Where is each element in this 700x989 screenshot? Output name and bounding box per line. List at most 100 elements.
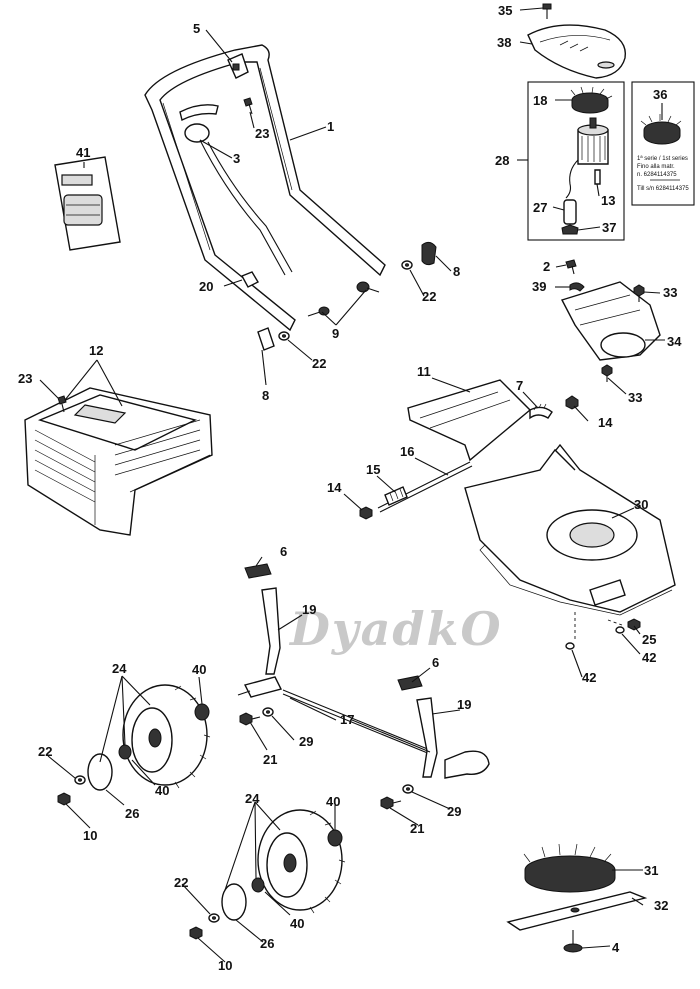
callout-38: 38: [497, 35, 511, 50]
nut-part-14b: [359, 506, 373, 520]
nut-part-14a: [565, 395, 579, 410]
lever-cap-part-6a: [244, 563, 272, 579]
callout-26: 26: [260, 936, 274, 951]
callout-22: 22: [422, 289, 436, 304]
spring-part-15: [384, 486, 408, 506]
nut-part-10a: [57, 792, 71, 806]
spring-part-7: [529, 403, 553, 420]
bushing-part-40a: [194, 703, 210, 721]
callout-24: 24: [245, 791, 260, 806]
hubcap-part-26b: [221, 883, 247, 921]
axle-part-16: [377, 461, 473, 513]
height-lever-part-19a: [261, 587, 281, 675]
wheel-bracket-right: [444, 750, 490, 779]
callout-42: 42: [582, 670, 596, 685]
callout-39: 39: [532, 279, 546, 294]
handle-part-1: [144, 44, 386, 332]
inset-note-line3: n. 6284114375: [637, 172, 677, 178]
inset-note-line4: Till s/n 6284114375: [637, 186, 689, 192]
callout-15: 15: [366, 462, 380, 477]
knob-part-8a: [421, 241, 437, 266]
callout-9: 9: [332, 326, 339, 341]
bolt-part-21a: [239, 712, 261, 726]
callout-40: 40: [192, 662, 206, 677]
dashed-leader-42: [574, 612, 623, 640]
wheel-part-24b: [257, 809, 346, 914]
lever-part-3: [179, 104, 293, 276]
screw-part-2: [565, 259, 577, 275]
wheel-part-24a: [122, 684, 211, 789]
callout-25: 25: [642, 632, 656, 647]
motor-inset-box: [527, 81, 695, 241]
callout-14: 14: [327, 480, 342, 495]
clip-part-39: [569, 282, 585, 292]
blade-fan-part-31: [523, 843, 616, 893]
motor-part-13: [565, 117, 609, 199]
callout-35: 35: [498, 3, 512, 18]
callout-13: 13: [601, 193, 615, 208]
inset-note-line2: Fino alla matr.: [637, 164, 675, 170]
callout-29: 29: [299, 734, 313, 749]
bolt-part-9b: [307, 306, 330, 317]
callout-8: 8: [453, 264, 460, 279]
bushing-part-40b: [118, 744, 132, 760]
callout-27: 27: [533, 200, 547, 215]
callout-8: 8: [262, 388, 269, 403]
callout-26: 26: [125, 806, 139, 821]
callout-40: 40: [155, 783, 169, 798]
callout-40: 40: [326, 794, 340, 809]
callout-6: 6: [432, 655, 439, 670]
callout-21: 21: [410, 821, 424, 836]
screw-part-23b: [57, 395, 67, 413]
hubcap-part-26a: [87, 753, 113, 791]
cutting-blade-part-32: [506, 891, 648, 931]
capacitor-part-27: [563, 199, 577, 225]
callout-30: 30: [634, 497, 648, 512]
callout-1: 1: [327, 119, 334, 134]
washer-part-22b: [278, 331, 290, 341]
bolt-part-21b: [380, 796, 402, 810]
motor-cover-part-38: [527, 24, 627, 79]
washer-part-22c: [74, 775, 86, 785]
callout-28: 28: [495, 153, 509, 168]
callout-4: 4: [612, 940, 620, 955]
callout-17: 17: [340, 712, 354, 727]
callout-23: 23: [18, 371, 32, 386]
nut-part-37: [561, 224, 579, 235]
wheel-bracket-left: [237, 676, 283, 698]
height-lever-part-19b: [416, 697, 438, 778]
washer-part-22a: [401, 260, 413, 270]
callout-7: 7: [516, 378, 523, 393]
callout-18: 18: [533, 93, 547, 108]
inset-note-line1: 1ª serie / 1st series: [637, 155, 688, 162]
callout-24: 24: [112, 661, 127, 676]
callout-20: 20: [199, 279, 213, 294]
axle-rod-part-17: [282, 689, 431, 755]
callout-22: 22: [312, 356, 326, 371]
callout-33: 33: [663, 285, 677, 300]
callout-19: 19: [302, 602, 316, 617]
cable-clip-part-5: [227, 53, 249, 79]
cable-tie-part-20: [241, 271, 259, 288]
callout-14: 14: [598, 415, 613, 430]
callout-5: 5: [193, 21, 200, 36]
bolt-part-9a: [356, 281, 380, 293]
washer-part-22d: [208, 913, 220, 923]
screw-part-25: [627, 618, 641, 631]
lever-cap-part-6b: [397, 675, 423, 691]
knob-part-8b: [257, 327, 275, 351]
screw-part-33b: [601, 364, 613, 382]
callout-10: 10: [83, 828, 97, 843]
callout-2: 2: [543, 259, 550, 274]
callout-42: 42: [642, 650, 656, 665]
leader-lines: [39, 7, 665, 963]
washer-part-42b: [565, 642, 575, 650]
blade-bolt-part-4: [563, 930, 583, 953]
callout-32: 32: [654, 898, 668, 913]
screw-part-33a: [633, 284, 645, 302]
grass-catcher-part-12: [24, 387, 213, 536]
callout-22: 22: [38, 744, 52, 759]
washer-part-42a: [615, 626, 625, 634]
